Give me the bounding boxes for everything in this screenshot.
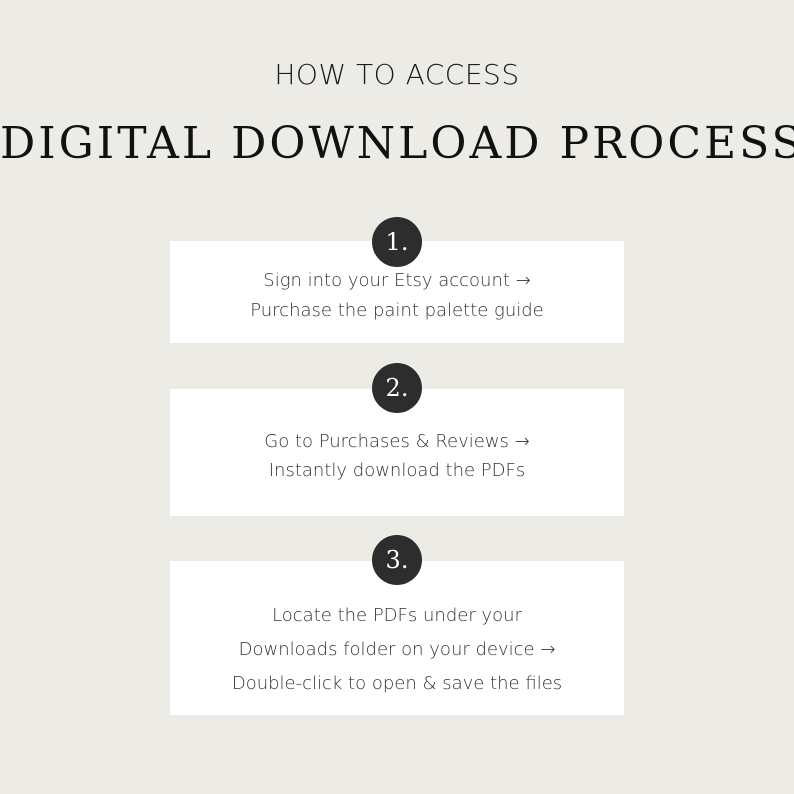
step-1-line-2: Purchase the paint palette guide bbox=[250, 300, 544, 321]
step-2-line-2: Instantly download the PDFs bbox=[268, 460, 526, 481]
step-badge-2: 2. bbox=[372, 363, 422, 413]
page-subtitle: HOW TO ACCESS bbox=[274, 58, 520, 91]
step-card-2: Go to Purchases & Reviews → Instantly do… bbox=[170, 389, 624, 516]
step-badge-1: 1. bbox=[372, 217, 422, 267]
step-1-line-1: Sign into your Etsy account → bbox=[263, 270, 531, 291]
step-card-3: Locate the PDFs under your Downloads fol… bbox=[170, 561, 624, 715]
step-3-line-1: Locate the PDFs under your bbox=[272, 605, 522, 626]
step-badge-3: 3. bbox=[372, 535, 422, 585]
step-2-line-1: Go to Purchases & Reviews → bbox=[264, 431, 530, 452]
step-3-line-2: Downloads folder on your device → bbox=[238, 639, 556, 660]
page-title: DIGITAL DOWNLOAD PROCESS bbox=[0, 118, 794, 169]
step-3-line-3: Double-click to open & save the files bbox=[231, 673, 563, 694]
